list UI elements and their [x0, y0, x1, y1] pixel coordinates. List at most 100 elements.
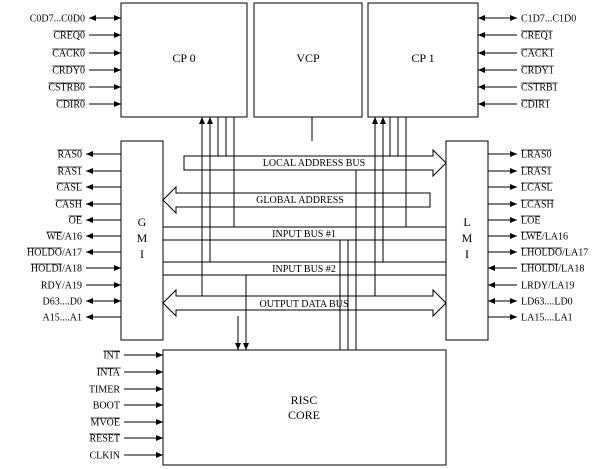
lmi-pin: LOE [488, 216, 541, 227]
pin-label: A15....A1 [43, 313, 82, 324]
pin-label: MVOE [91, 418, 120, 429]
risc-pin: MVOE [90, 418, 163, 429]
pin-label: OE [69, 216, 82, 227]
lmi-pin: LRAS1 [488, 167, 552, 178]
lmi-pin: LA15....LA1 [488, 313, 573, 324]
gmi-pin: HOLDI/A18 [30, 264, 121, 275]
pin-label: LWE/LA16 [521, 232, 568, 243]
lmi-label-1: L [463, 215, 470, 229]
pin-label: LCASH [521, 200, 554, 211]
lmi-pin: LRAS0 [488, 150, 552, 161]
pin-label: CLKIN [89, 451, 120, 462]
gmi-pin: RDY/A19 [41, 281, 121, 292]
cp0-label: CP 0 [172, 51, 195, 65]
gmi-pin: A15....A1 [43, 313, 121, 324]
pin-label: HOLDI/A18 [31, 264, 82, 275]
pin-label: RDY/A19 [41, 281, 82, 292]
cp1-label: CP 1 [411, 51, 434, 65]
cp0-pin: CREQ0 [53, 31, 121, 42]
pin-label: CACK1 [521, 49, 554, 60]
cp1-pin: C1D7...C1D0 [478, 14, 576, 25]
global-address-bus-label: GLOBAL ADDRESS [256, 195, 344, 206]
gmi-pin: RAS1 [57, 167, 121, 178]
cp1-block [367, 2, 479, 118]
cp1-pin: CSTRB1 [478, 83, 558, 94]
risc-label-2: CORE [288, 408, 320, 422]
pin-label: CREQ1 [521, 31, 553, 42]
pin-label: LA15....LA1 [521, 313, 573, 324]
cp0-pin: CDIR0 [56, 100, 121, 111]
cp1-pin: CREQ1 [478, 31, 553, 42]
pin-label: LD63....LD0 [521, 297, 573, 308]
pin-label: CDIR0 [56, 100, 85, 111]
input-bus-2-label: INPUT BUS #2 [272, 264, 336, 275]
risc-pin: TIMER [89, 385, 163, 396]
risc-pin: INT [103, 351, 163, 362]
pin-label: CASL [56, 183, 82, 194]
pin-label: LHOLDO/LA17 [521, 248, 588, 259]
risc-pin: CLKIN [89, 451, 163, 462]
pin-label: RAS0 [58, 150, 82, 161]
lmi-label-2: M [462, 231, 473, 245]
gmi-pin: WE/A16 [46, 232, 121, 243]
pin-label: CRDY0 [52, 66, 85, 77]
risc-pin: INTA [96, 368, 163, 379]
pin-label: CACK0 [52, 49, 85, 60]
vcp-label: VCP [296, 51, 320, 65]
output-data-bus-label: OUTPUT DATA BUS [259, 299, 348, 310]
gmi-block [120, 140, 164, 341]
cp1-pin: CDIR1 [478, 100, 550, 111]
gmi-pin: RAS0 [57, 150, 121, 161]
cp1-pin: CRDY1 [478, 66, 554, 77]
pin-label: CASH [55, 200, 82, 211]
pin-label: INT [103, 351, 120, 362]
pin-label: CDIR1 [521, 100, 550, 111]
cp0-block [120, 2, 248, 118]
lmi-pin: LD63....LD0 [488, 297, 573, 308]
risc-core-block [162, 349, 447, 466]
pin-label: RESET [89, 434, 120, 445]
lmi-pin: LHOLDO/LA17 [488, 248, 588, 259]
pin-label: TIMER [89, 385, 120, 396]
pin-label: C1D7...C1D0 [521, 14, 576, 25]
lmi-pin: LCASL [488, 183, 553, 194]
pin-label: HOLDO/A17 [27, 248, 82, 259]
input-bus-1-label: INPUT BUS #1 [272, 229, 336, 240]
pin-label: CSTRB0 [48, 83, 85, 94]
pin-label: RAS1 [58, 167, 82, 178]
lmi-pin: LWE/LA16 [488, 232, 568, 243]
gmi-label-3: I [140, 247, 144, 261]
gmi-pin: OE [68, 216, 121, 227]
cp0-pin: C0D7...C0D0 [30, 14, 121, 25]
lmi-label-3: I [465, 247, 469, 261]
lmi-pin: LHOLDI/LA18 [488, 264, 584, 275]
gmi-pin: HOLDO/A17 [27, 248, 121, 259]
global-address-bus [162, 185, 431, 215]
pin-label: LRDY/LA19 [521, 281, 574, 292]
cp1-pin: CACK1 [478, 49, 554, 60]
cp0-pin: CRDY0 [52, 66, 121, 77]
pin-label: D63....D0 [43, 297, 82, 308]
pin-label: LOE [521, 216, 540, 227]
cp0-pin: CSTRB0 [48, 83, 121, 94]
pin-label: BOOT [93, 401, 120, 412]
local-address-bus-label: LOCAL ADDRESS BUS [263, 158, 365, 169]
connector-lines [199, 117, 407, 350]
pin-label: LRAS1 [521, 167, 552, 178]
risc-label-1: RISC [291, 393, 318, 407]
output-data-bus [162, 288, 447, 318]
risc-pin: RESET [89, 434, 163, 445]
lmi-pin: LRDY/LA19 [488, 281, 574, 292]
gmi-pin: D63....D0 [43, 297, 121, 308]
pin-label: INTA [97, 368, 121, 379]
vcp-block [253, 2, 363, 118]
lmi-pin: LCASH [488, 200, 554, 211]
pin-label: WE/A16 [46, 232, 82, 243]
gmi-pin: CASH [55, 200, 121, 211]
cp0-pin: CACK0 [52, 49, 121, 60]
pin-label: CRDY1 [521, 66, 554, 77]
lmi-block [445, 140, 489, 341]
gmi-pin: CASL [56, 183, 121, 194]
gmi-label-2: M [137, 231, 148, 245]
gmi-label-1: G [138, 215, 147, 229]
